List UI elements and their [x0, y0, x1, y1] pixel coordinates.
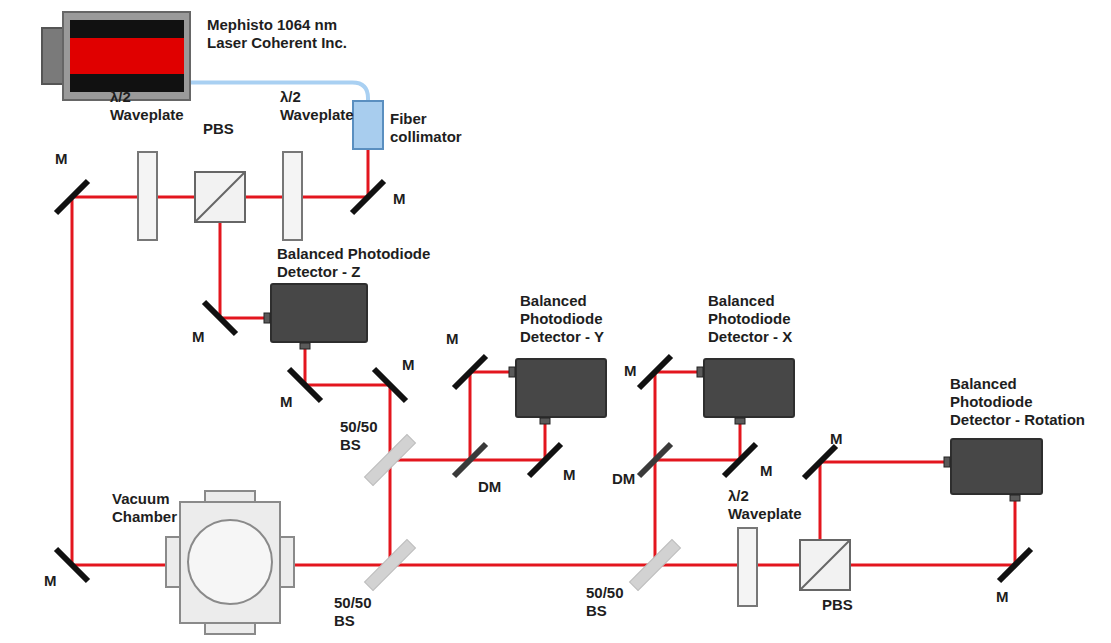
pbs-cube: [800, 540, 850, 590]
component-label: 50/50 BS: [586, 584, 636, 620]
laser-source: Mephisto 1064 nm Laser Coherent Inc.: [42, 12, 190, 100]
mirror-symbol: [724, 444, 756, 476]
detector-box: Balanced Photodiode Detector - Z: [270, 283, 368, 343]
mirror-label: M: [402, 356, 422, 374]
laser-beam: [305, 349, 390, 565]
mirror-label: M: [393, 190, 413, 208]
component-name: Balanced Photodiode Detector - Rotation: [950, 375, 1090, 429]
chamber-flange: [279, 537, 294, 587]
beam-splitters: [365, 435, 681, 591]
waveplate-symbol: [283, 152, 302, 240]
mirror-label: M: [624, 362, 644, 380]
component-name: Balanced Photodiode Detector - X: [708, 292, 808, 346]
mirror-symbol: [204, 302, 236, 334]
detector-port: [300, 343, 310, 349]
mirror-symbol: [804, 446, 836, 478]
component-name: Fiber collimator: [390, 110, 472, 146]
component-label: 50/50 BS: [340, 418, 390, 454]
laser-tube: [70, 20, 184, 92]
pbs-diagonal: [800, 540, 850, 590]
component-label: λ/2 Waveplate: [110, 88, 192, 124]
laser-beam: [655, 372, 697, 565]
laser-beam: [470, 372, 509, 460]
mirror-label: M: [280, 393, 300, 411]
mirror-symbol: [56, 549, 88, 581]
mirror-symbol: [529, 444, 561, 476]
laser-housing: [63, 12, 190, 100]
mirror-label: M: [996, 588, 1016, 606]
beam-splitter: [365, 540, 416, 591]
mirror-label: DM: [612, 470, 642, 488]
component-label: 50/50 BS: [334, 594, 384, 630]
detector-port: [944, 457, 950, 467]
component-label: λ/2 Waveplate: [728, 487, 810, 523]
pbs-diagonal: [195, 172, 245, 222]
fiber-collimator-shape: [352, 100, 384, 150]
detector-housing: [951, 439, 1042, 494]
mirror-symbol: [374, 369, 406, 401]
component-name: Balanced Photodiode Detector - Y: [520, 292, 620, 346]
mirror-label: M: [44, 572, 64, 590]
beam-splitter: [630, 540, 681, 591]
mirror-label: M: [760, 462, 780, 480]
mirror-label: DM: [478, 478, 508, 496]
laser-beam: [655, 424, 740, 460]
pbs-cube: [195, 172, 245, 222]
detector-port: [540, 418, 550, 424]
component-label: PBS: [822, 596, 866, 614]
mirror-label: M: [563, 466, 583, 484]
waveplates: [138, 152, 757, 606]
optical-fiber: [190, 82, 368, 100]
vacuum-chamber: Vacuum Chamber: [165, 490, 295, 635]
detector-box-shape: [703, 358, 795, 418]
detector-housing: [271, 284, 367, 342]
beam-splitter: [365, 435, 416, 486]
component-label: PBS: [203, 120, 247, 138]
mirror-symbol: [289, 369, 321, 401]
detector-box: Balanced Photodiode Detector - Y: [515, 358, 607, 418]
detector-port: [264, 313, 270, 323]
detector-box: Balanced Photodiode Detector - Rotation: [950, 438, 1043, 495]
mirror-symbol: [454, 356, 486, 388]
mirror-label: M: [192, 328, 212, 346]
component-name: Vacuum Chamber: [112, 490, 184, 526]
detector-port: [509, 367, 515, 377]
detector-box: Balanced Photodiode Detector - X: [703, 358, 795, 418]
detector-box-shape: [950, 438, 1043, 495]
waveplate-symbol: [138, 152, 157, 240]
detector-box-shape: [270, 283, 368, 343]
waveplate-symbol: [738, 528, 757, 606]
mirror-label: M: [55, 150, 75, 168]
vacuum-chamber-shape: [165, 490, 295, 635]
component-label: λ/2 Waveplate: [280, 88, 362, 124]
laser-gain-medium: [70, 38, 184, 74]
laser-source-shape: [42, 12, 190, 100]
mirror-symbol: [56, 181, 88, 213]
chamber-window: [188, 520, 272, 604]
mirror-label: M: [830, 430, 850, 448]
detector-port: [1010, 495, 1020, 501]
detector-housing: [704, 359, 794, 417]
detector-port: [735, 418, 745, 424]
dichroic-mirror-symbol: [454, 444, 486, 476]
component-name: Balanced Photodiode Detector - Z: [277, 245, 442, 281]
collimator-body: [353, 101, 383, 149]
dichroic-mirror-symbol: [639, 444, 671, 476]
detector-box-shape: [515, 358, 607, 418]
mirror-symbol: [639, 356, 671, 388]
laser-cap: [42, 28, 63, 84]
mirror-symbol: [999, 549, 1031, 581]
fiber-collimator: Fiber collimator: [352, 100, 384, 150]
mirror-label: M: [446, 330, 466, 348]
detector-housing: [516, 359, 606, 417]
mirror-symbol: [352, 181, 384, 213]
polarizing-beam-splitters: [195, 172, 850, 590]
detector-port: [697, 367, 703, 377]
component-name: Mephisto 1064 nm Laser Coherent Inc.: [207, 16, 379, 52]
chamber-body: [180, 502, 280, 623]
chamber-flange: [166, 537, 181, 587]
